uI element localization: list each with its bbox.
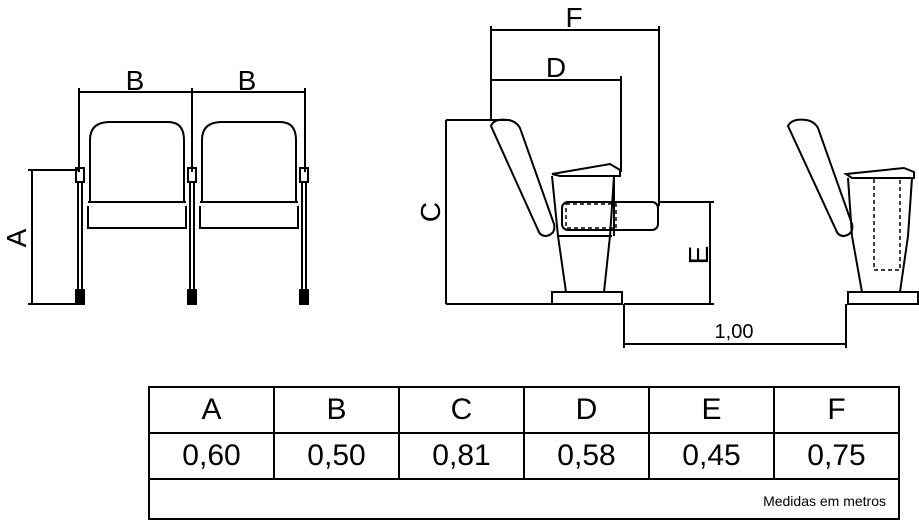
- table-header-cell: E: [650, 388, 775, 432]
- table-header-cell: A: [150, 388, 275, 432]
- label-f: F: [565, 2, 582, 33]
- table-value-cell: 0,45: [650, 434, 775, 478]
- front-view: B B A: [1, 65, 309, 305]
- label-e: E: [683, 246, 714, 265]
- table-value-cell: 0,58: [525, 434, 650, 478]
- seat-technical-drawing: B B A F D: [1, 2, 919, 348]
- table-value-cell: 0,75: [807, 439, 866, 472]
- table-value-cell: 0,60: [150, 434, 275, 478]
- table-value-row: 0,60 0,50 0,81 0,58 0,45 0,75: [150, 434, 898, 480]
- dimensions-table: A B C D E F 0,60 0,50 0,81 0,58 0,45 0,7…: [148, 386, 900, 520]
- label-b-right: B: [238, 65, 257, 96]
- label-spacing: 1,00: [715, 321, 754, 343]
- side-view-folded: [786, 118, 919, 305]
- label-b-left: B: [126, 65, 145, 96]
- spacing-dimension: 1,00: [623, 304, 847, 348]
- table-value-cell: 0,50: [275, 434, 400, 478]
- side-view: F D C E: [415, 2, 714, 305]
- label-a: A: [1, 228, 32, 247]
- table-header-cell: F: [827, 393, 846, 426]
- table-header-cell: D: [525, 388, 650, 432]
- table-header-cell: C: [400, 388, 525, 432]
- table-header-row: A B C D E F: [150, 388, 898, 434]
- table-value-cell: 0,81: [400, 434, 525, 478]
- label-c: C: [415, 202, 446, 222]
- table-header-cell: B: [275, 388, 400, 432]
- units-note: Medidas em metros: [763, 493, 886, 509]
- label-d: D: [546, 52, 566, 83]
